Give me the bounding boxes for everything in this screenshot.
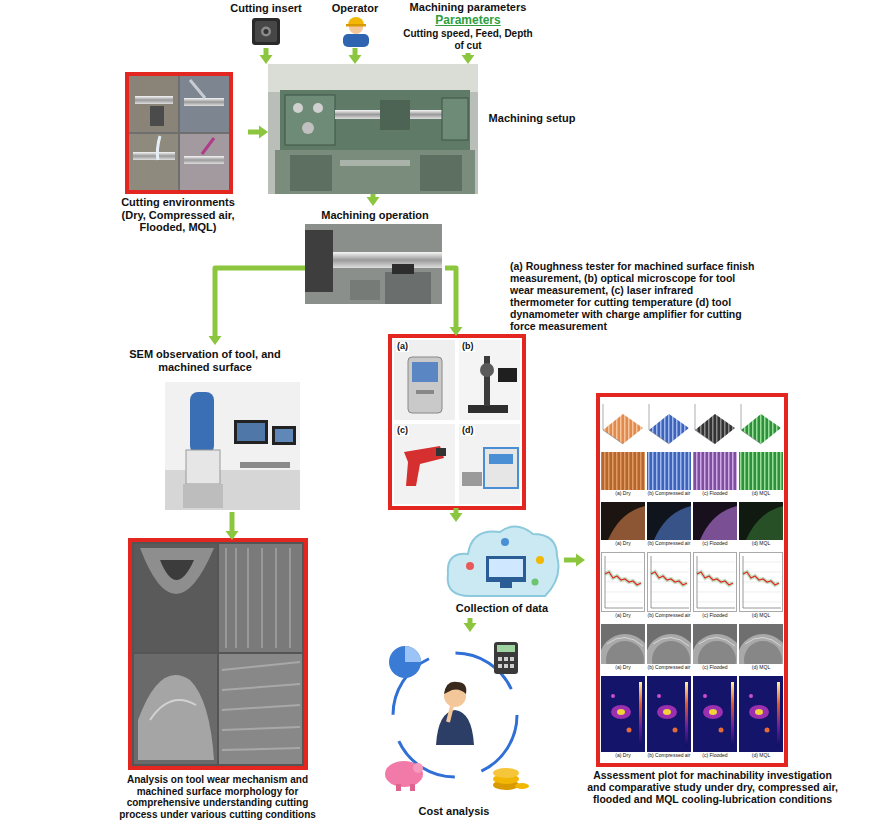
data-cloud-icon [448,526,559,596]
plot-label: (b) Compressed air [647,753,691,759]
arrow-head [209,336,222,345]
flow-arrow [564,554,585,567]
plot-label: (d) MQL [739,541,783,547]
arrow-head [462,55,475,64]
flow-arrow [462,53,475,64]
panel-letter: (c) [396,426,409,436]
arrow-head [464,623,477,632]
plot-label: (c) Flooded [693,665,737,671]
cutting-environment-photos [127,74,231,192]
plot-label: (d) MQL [739,491,783,497]
arrow-head [576,554,585,567]
plot-label: (a) Dry [601,491,645,497]
data-icon: Collection of data [440,522,564,618]
arrow-head [259,126,268,139]
plot-label: (c) Flooded [693,491,737,497]
plot-label: (a) Dry [601,665,645,671]
photo-panel: Machining setup [268,64,584,194]
arrow-head [226,531,239,540]
flow-arrow [248,126,268,139]
plot-label: (b) Compressed air [647,491,691,497]
input-icon: Cutting insert [225,2,307,48]
arrow-head [349,55,362,64]
arrow-line [264,48,269,56]
photo-panel: SEM observation of tool, and machined su… [105,345,305,512]
cost-cycle-icon [385,642,529,791]
instrument-photos [390,336,524,508]
plot-label: (c) Flooded [693,613,737,619]
plot-label: (d) MQL [739,665,783,671]
arrow-head [450,327,463,336]
caption: SEM observation of tool, and machined su… [105,348,305,373]
caption: Machining operation [305,209,445,222]
plot-label: (d) MQL [739,753,783,759]
flow-arrow [209,268,306,345]
flow-arrow [349,48,362,64]
caption: Machining setup [482,112,582,125]
caption: Machining parameters [398,1,538,14]
caption: (a) Roughness tester for machined surfac… [510,260,760,332]
analysis-panel: Analysis on tool wear mechanism and mach… [110,540,325,821]
arrow-line [230,512,235,532]
flow-arrow [367,194,380,206]
panel-letter: (b) [461,342,475,352]
arrow-line [353,48,358,56]
plot-label: (b) Compressed air [647,613,691,619]
arrow-line [445,268,456,328]
caption: Cutting environments (Dry, Compressed ai… [108,196,248,234]
turning-photo [305,224,442,304]
panel-letter: (a) [396,342,409,352]
plot-label: (a) Dry [601,541,645,547]
input-icon: Operator [322,2,388,48]
instrument-panel: (a) Roughness tester for machined surfac… [390,336,524,508]
panel-letter: (d) [461,426,475,436]
caption: Cutting insert [225,2,307,15]
arrow-line [248,130,260,135]
lathe-photo [268,64,478,194]
cutting-insert-icon [252,18,280,45]
flow-arrow [450,508,463,522]
plot-label: (d) MQL [739,613,783,619]
assessment-panel: Assessment plot for machinability invest… [585,395,840,807]
caption: Cost analysis [368,805,540,818]
plot-label: (a) Dry [601,753,645,759]
plot-label: (c) Flooded [693,753,737,759]
parameter-block: Machining parametersParametersCutting sp… [398,0,538,53]
arrow-line [215,268,305,337]
flow-arrow [445,268,463,336]
assessment-plots [598,395,789,765]
arrow-head [367,197,380,206]
sem-micrographs [130,540,306,768]
caption: Collection of data [440,602,564,615]
arrow-line [564,558,577,563]
plot-label: (c) Flooded [693,541,737,547]
sub-caption: Cutting speed, Feed, Depth of cut [398,28,538,52]
caption: Operator [322,2,388,15]
sem-instrument-photo [165,382,300,510]
flow-arrow [260,48,273,64]
sub-caption: Parameters [398,14,538,28]
photo-panel: Machining operation [305,206,445,304]
flow-arrow [226,512,239,540]
caption: Assessment plot for machinability invest… [585,769,840,805]
plot-label: (b) Compressed air [647,665,691,671]
arrow-head [450,513,463,522]
operator-icon [343,17,369,47]
caption: Analysis on tool wear mechanism and mach… [110,774,325,820]
arrow-head [260,55,273,64]
photo-panel: Cutting environments (Dry, Compressed ai… [108,70,248,235]
cost-icon: Cost analysis [368,632,540,820]
flow-arrow [464,618,477,632]
plot-label: (b) Compressed air [647,541,691,547]
plot-label: (a) Dry [601,613,645,619]
